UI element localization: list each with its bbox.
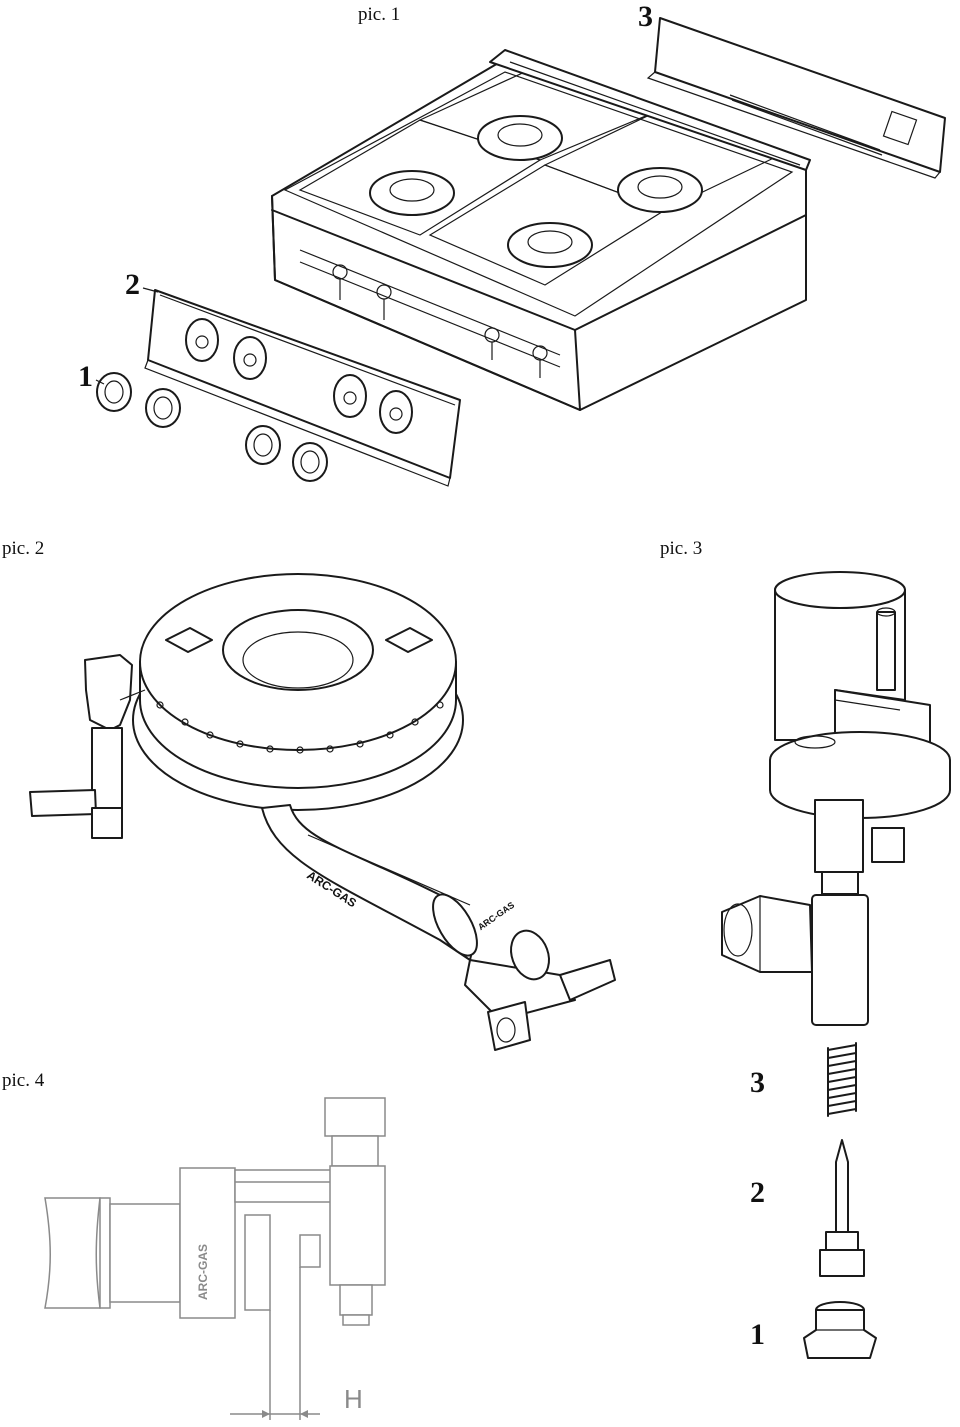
- label-knobs: 1: [78, 360, 93, 393]
- label-rear-panel: 3: [638, 0, 653, 33]
- label-nut: 1: [750, 1318, 765, 1351]
- label-pin: 2: [750, 1176, 765, 1209]
- pic2-caption: pic. 2: [2, 538, 45, 559]
- pic3-caption: pic. 3: [660, 538, 703, 559]
- control-knobs: [96, 372, 328, 482]
- dimension-h-label: H: [344, 1384, 363, 1414]
- label-spring: 3: [750, 1066, 765, 1099]
- pic4-brand-text: ARC-GAS: [196, 1244, 210, 1300]
- pic4-caption: pic. 4: [2, 1070, 45, 1091]
- pic1-caption: pic. 1: [358, 4, 401, 25]
- cooktop-illustration: [95, 17, 946, 487]
- burner-illustration: [29, 573, 616, 1051]
- label-front-panel: 2: [125, 268, 140, 301]
